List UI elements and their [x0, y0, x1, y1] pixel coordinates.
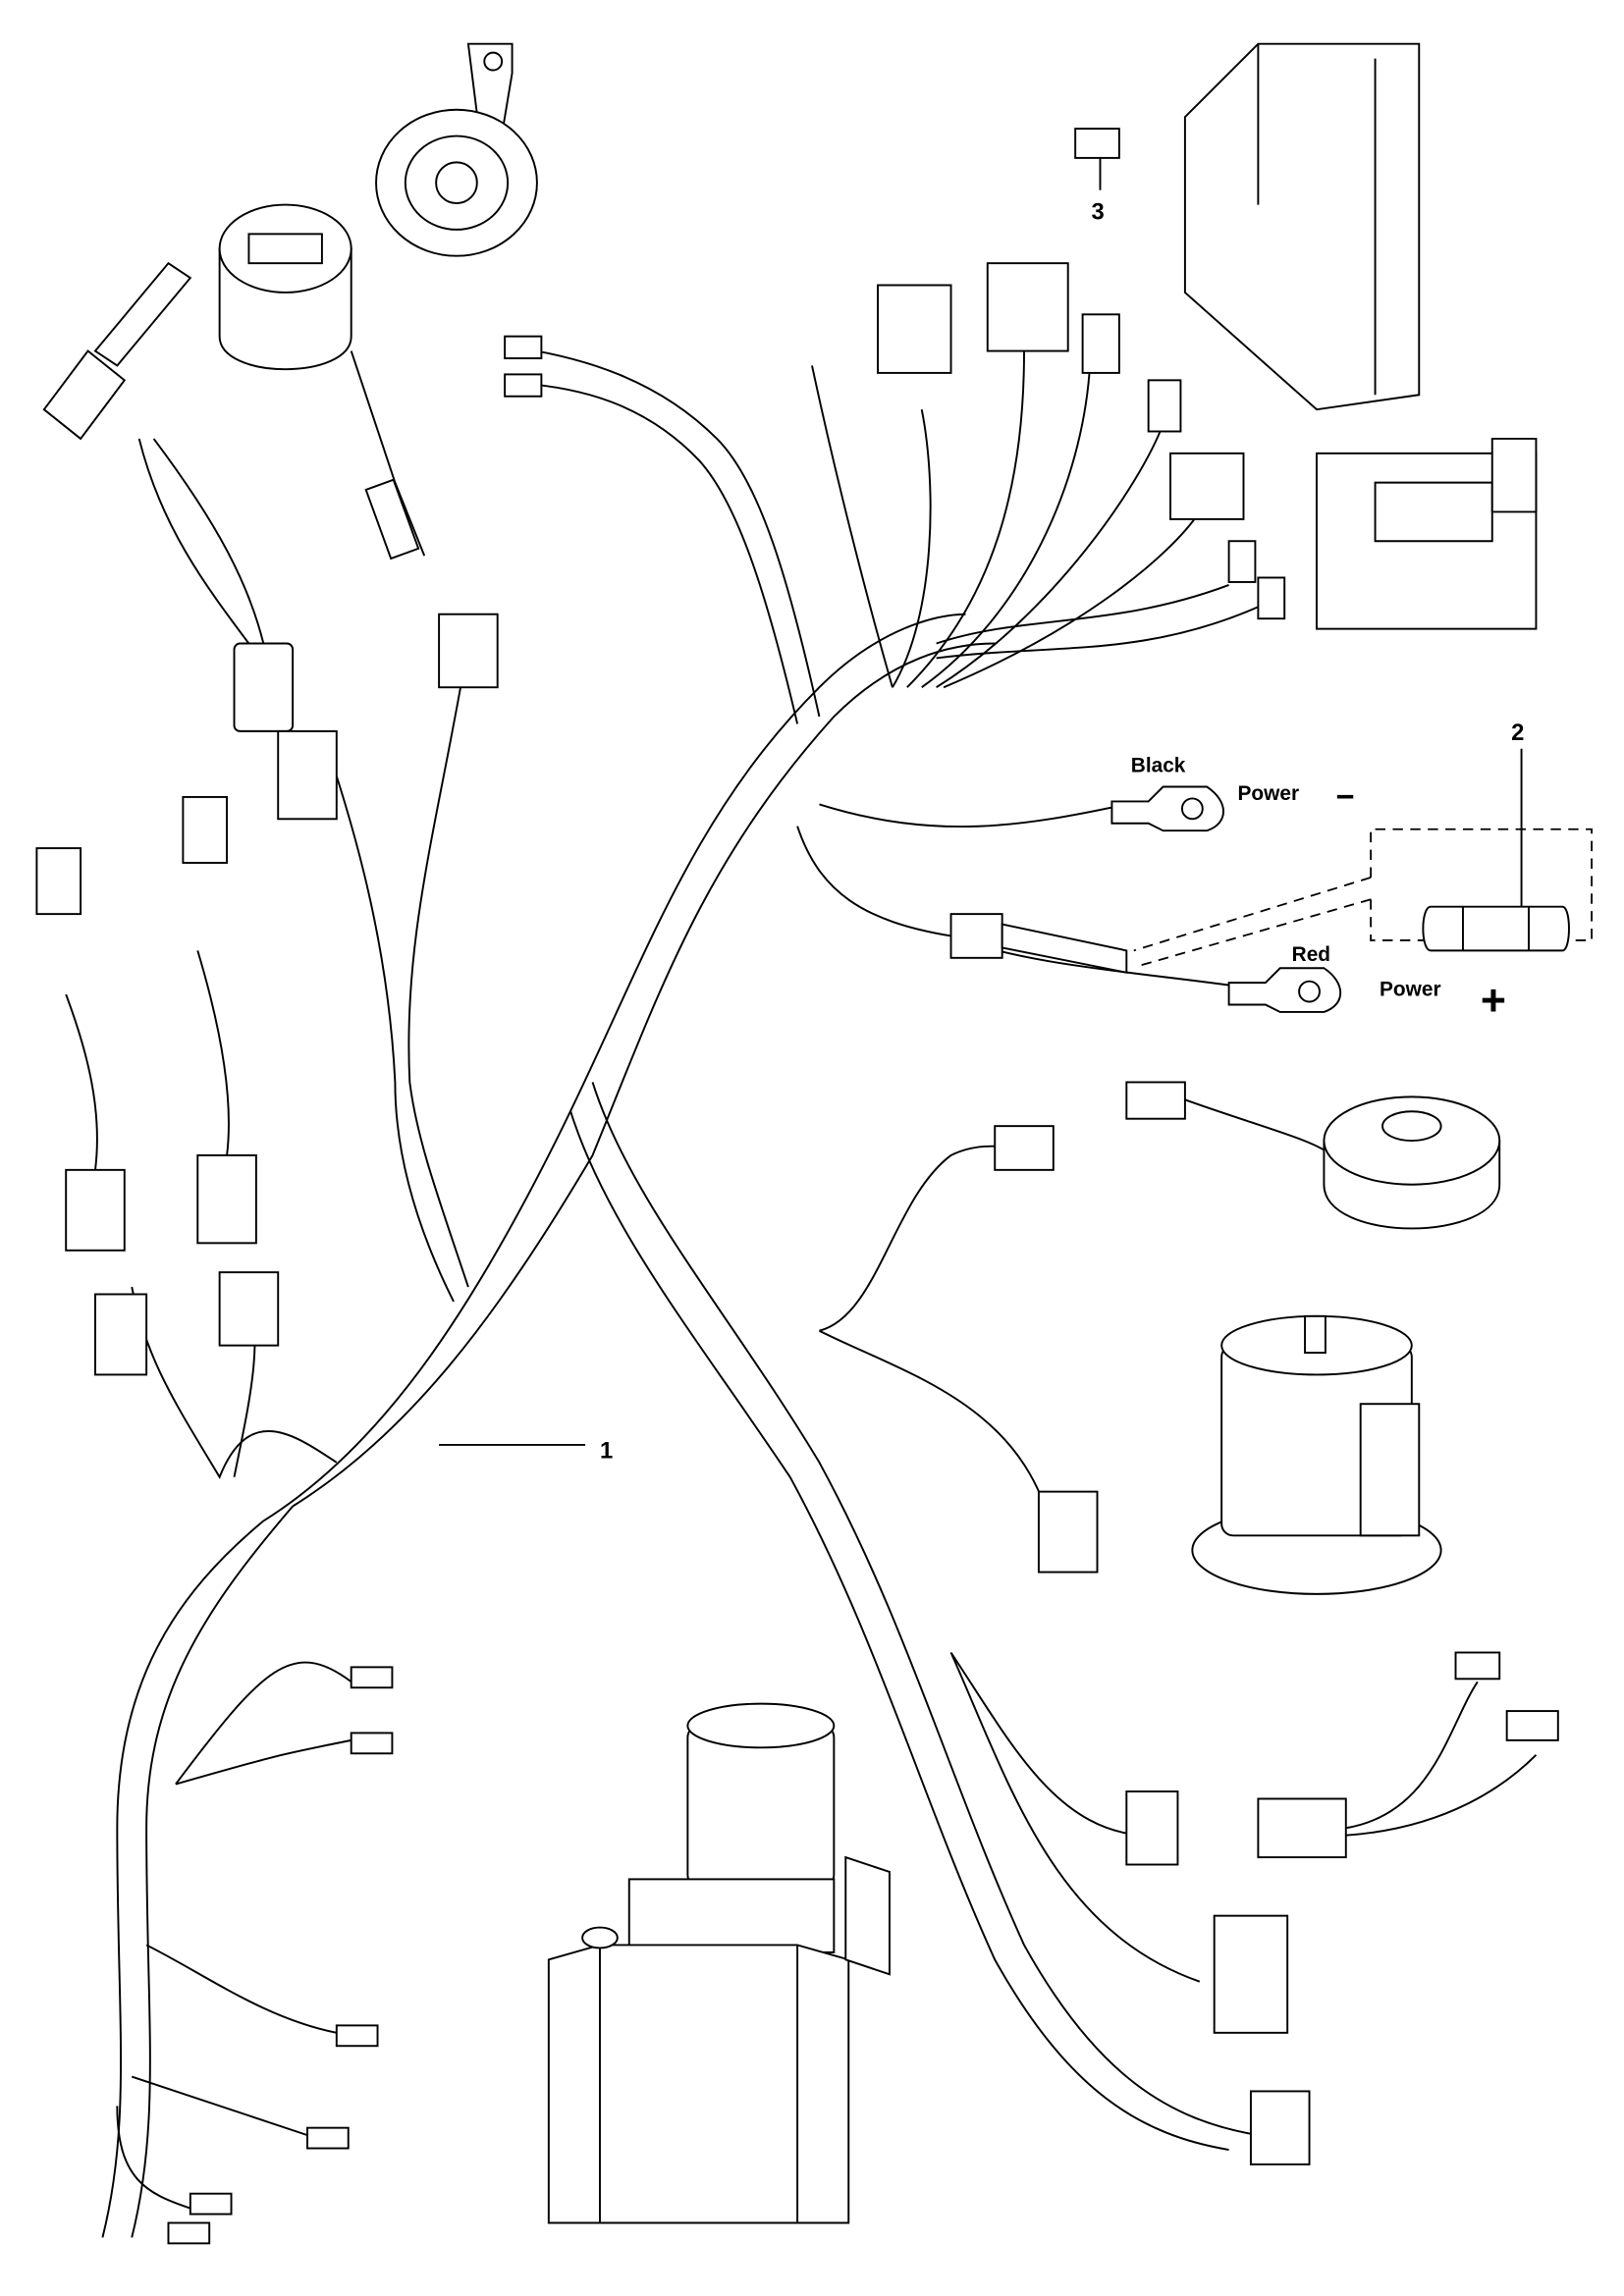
key-switch: [42, 261, 295, 732]
electromagnetic-brake: [994, 1081, 1501, 1230]
hydraulic-pump-unit: [547, 1702, 891, 2224]
label-black: Black: [1131, 755, 1186, 777]
connector: [277, 729, 338, 821]
battery-meter: [218, 203, 426, 561]
contactor: [1316, 437, 1538, 630]
main-harness: [101, 347, 1259, 2238]
callout-1: 1: [600, 1437, 613, 1464]
callout-3: 3: [1092, 198, 1105, 225]
positive-sign: +: [1481, 977, 1506, 1025]
connector: [438, 613, 499, 689]
micro-switches: [35, 795, 280, 1376]
bottom-right-connectors: [1125, 1651, 1559, 2165]
spade-terminals: [167, 1666, 394, 2245]
top-connectors: [504, 262, 1286, 620]
callout-2: 2: [1511, 720, 1524, 746]
negative-sign: −: [1335, 777, 1354, 814]
controller: [1074, 42, 1421, 411]
drive-motor: [1037, 1314, 1442, 1595]
label-red: Red: [1292, 943, 1330, 966]
battery-terminals: [949, 785, 1341, 1013]
fuse-detail: [1133, 748, 1593, 967]
label-power-negative: Power: [1238, 782, 1300, 805]
fuse-holder: [949, 913, 1003, 959]
horn: [375, 42, 538, 257]
label-power-positive: Power: [1380, 979, 1441, 1001]
